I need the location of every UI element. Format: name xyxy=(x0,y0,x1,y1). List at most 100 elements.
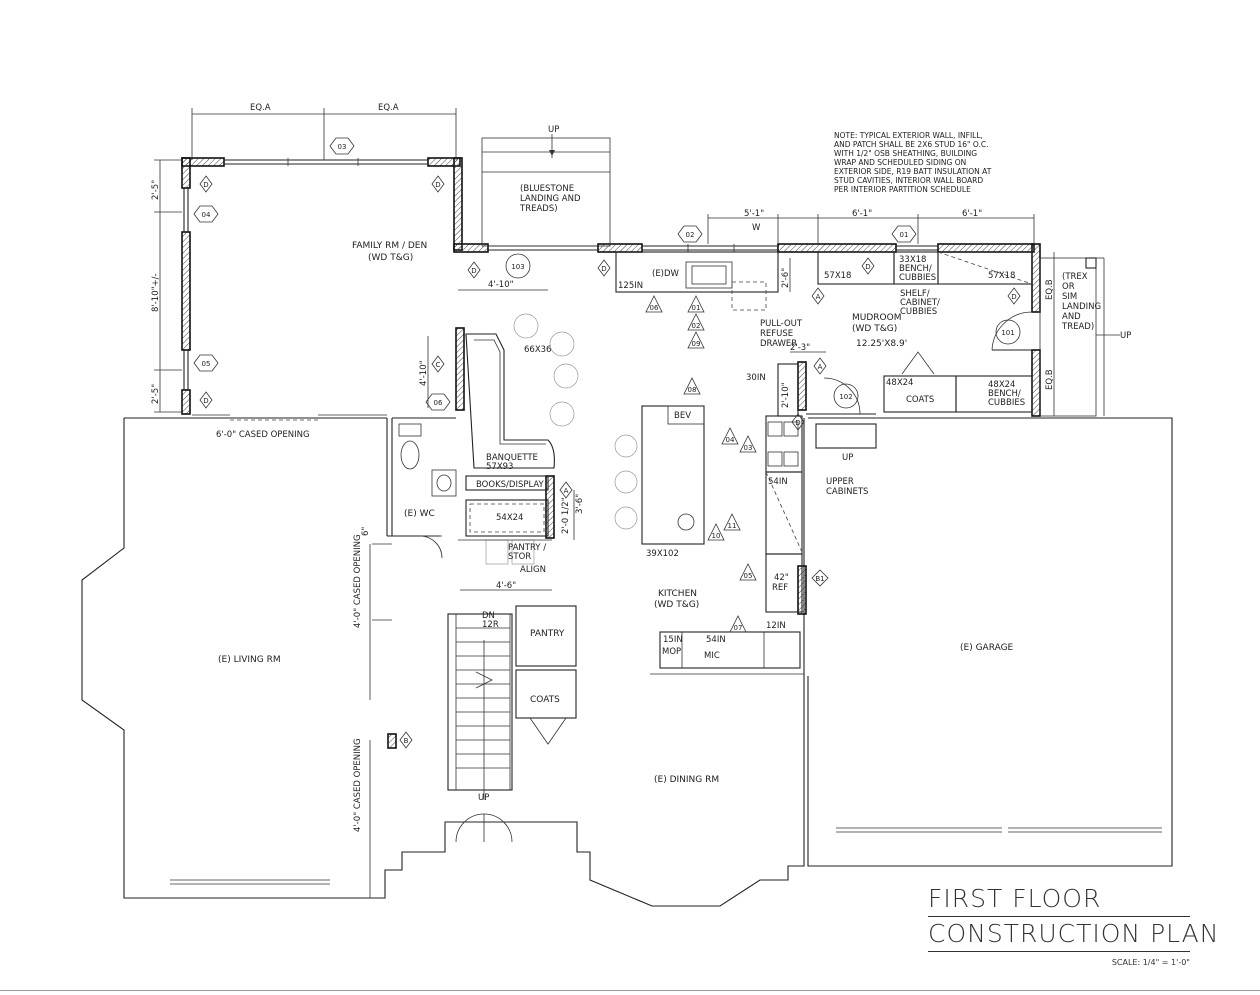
window-tag-03: 03 xyxy=(338,143,347,151)
upper-cabinets-1: UPPER xyxy=(826,477,854,487)
window-tag-05: 05 xyxy=(202,360,211,368)
mic-label-1: 54IN xyxy=(706,635,726,645)
dim-2-5-bot: 2'-5" xyxy=(151,384,161,404)
cased-opening-left-2: 4'-0" CASED OPENING xyxy=(353,738,363,832)
coats-size: 48X24 xyxy=(886,378,913,388)
pantry-cab-size: 54X24 xyxy=(496,513,523,523)
note-tag-03: 03 xyxy=(744,444,753,452)
cab-12-label: 12IN xyxy=(766,621,786,631)
note-tag-04: 04 xyxy=(726,436,735,444)
trex-label-4: LANDING xyxy=(1062,302,1101,312)
garage-label: (E) GARAGE xyxy=(960,643,1014,653)
general-note: NOTE: TYPICAL EXTERIOR WALL, INFILL, AND… xyxy=(834,131,992,194)
window-w-label: W xyxy=(752,223,761,233)
detail-tag-d-5: D xyxy=(601,265,606,273)
detail-tag-d-4: D xyxy=(471,267,476,275)
section-tag-c: C xyxy=(436,361,441,369)
dim-6-inch: 6" xyxy=(361,527,371,536)
dim-4-6: 4'-6" xyxy=(496,581,516,591)
bench-2-sub-2: CUBBIES xyxy=(899,273,936,283)
bench-1-size: 57X18 xyxy=(824,271,851,281)
family-room-details xyxy=(192,414,387,421)
drawing-scale: SCALE: 1/4" = 1'-0" xyxy=(1111,958,1190,967)
room-tag-102: 102 xyxy=(839,393,852,401)
dim-6-1-b: 6'-1" xyxy=(962,209,982,219)
cab-30-label: 30IN xyxy=(746,373,766,383)
kitchen-finish: (WD T&G) xyxy=(654,600,699,610)
mic-label-2: MIC xyxy=(704,651,720,661)
trex-label-6: TREAD) xyxy=(1061,322,1094,332)
detail-tag-d-7: D xyxy=(1011,293,1016,301)
island-size: 39X102 xyxy=(646,549,679,559)
dim-eqa-2: EQ.A xyxy=(378,103,399,113)
window-tag-04: 04 xyxy=(202,211,211,219)
mudroom-size: 12.25'X8.9' xyxy=(856,339,907,349)
note-tag-01: 01 xyxy=(692,304,701,312)
shelf-label-3: CUBBIES xyxy=(900,307,937,317)
mud-step-up-label: UP xyxy=(842,453,853,463)
edw-label: (E)DW xyxy=(652,269,680,279)
stair-and-closets xyxy=(447,605,577,843)
note-line-1: NOTE: TYPICAL EXTERIOR WALL, INFILL, xyxy=(834,131,983,140)
dim-2-10: 2'-10" xyxy=(781,382,791,408)
bench-4-sub-1: BENCH/ xyxy=(988,389,1021,399)
note-line-2: AND PATCH SHALL BE 2X6 STUD 16" O.C. xyxy=(834,140,988,149)
dim-6-1-a: 6'-1" xyxy=(852,209,872,219)
pantry-stor-label: PANTRY / xyxy=(508,543,546,553)
note-tag-08: 08 xyxy=(688,386,697,394)
dim-4-10-left: 4'-10" xyxy=(419,360,429,386)
shelf-label-2: CABINET/ xyxy=(900,298,940,308)
title-block: FIRST FLOOR CONSTRUCTION PLAN SCALE: 1/4… xyxy=(928,882,1218,967)
pullout-label-2: REFUSE xyxy=(760,329,793,339)
note-tag-02: 02 xyxy=(692,322,701,330)
bench-2-sub-1: BENCH/ xyxy=(899,264,932,274)
detail-tag-d-6: D xyxy=(865,263,870,271)
kitchen-label: KITCHEN xyxy=(658,589,697,599)
note-line-4: WRAP AND SCHEDULED SIDING ON xyxy=(834,158,966,167)
trex-label-3: SIM xyxy=(1062,292,1077,302)
note-tag-05: 05 xyxy=(744,572,753,580)
wc-label: (E) WC xyxy=(404,509,435,519)
note-tag-06: 06 xyxy=(650,304,659,312)
table-size: 66X36 xyxy=(524,345,551,355)
dining-room-label: (E) DINING RM xyxy=(654,775,719,785)
drawing-title-line-2: CONSTRUCTION PLAN xyxy=(928,917,1218,952)
room-tag-103: 103 xyxy=(511,263,524,271)
kitchen-area xyxy=(614,251,803,669)
annotation-labels: UP (BLUESTONE LANDING AND TREADS) (TREX … xyxy=(216,125,1131,832)
bench-3-size: 57X18 xyxy=(988,271,1015,281)
section-tag-a-3: A xyxy=(564,487,569,495)
note-line-6: STUD CAVITIES, INTERIOR WALL BOARD xyxy=(834,176,983,185)
align-label: ALIGN xyxy=(520,565,546,575)
mop-label-2: MOP xyxy=(662,647,681,657)
page-bottom-rule xyxy=(0,990,1260,991)
note-tag-07: 07 xyxy=(734,624,743,632)
window-tag-01: 01 xyxy=(900,231,909,239)
dim-eqb-2: EQ.B xyxy=(1045,369,1055,390)
bluestone-landing xyxy=(481,134,611,247)
mudroom-label: MUDROOM xyxy=(852,313,901,323)
cab-125-label: 125IN xyxy=(618,281,643,291)
window-tag-06: 06 xyxy=(434,399,443,407)
section-tag-b1: B1 xyxy=(815,575,824,583)
trex-label-2: OR xyxy=(1062,282,1075,292)
detail-tag-d-3: D xyxy=(203,397,208,405)
stair-dn-label: DN xyxy=(482,611,495,621)
section-tag-b: B xyxy=(404,737,409,745)
room-labels: FAMILY RM / DEN (WD T&G) (E) LIVING RM (… xyxy=(218,241,1014,785)
existing-house-outline xyxy=(81,417,1173,907)
trex-label-5: AND xyxy=(1062,312,1081,322)
bluestone-label-1: (BLUESTONE xyxy=(520,184,574,194)
note-tag-10: 10 xyxy=(712,532,721,540)
bench-4-size: 48X24 xyxy=(988,380,1015,390)
dim-2-6: 2'-6" xyxy=(781,268,791,288)
dim-4-10-top: 4'-10" xyxy=(488,280,514,290)
note-tag-11: 11 xyxy=(728,522,737,530)
dim-2-3: 2'-3" xyxy=(790,343,810,353)
section-tag-a-1: A xyxy=(816,293,821,301)
detail-tag-d-8: D xyxy=(795,419,800,427)
dim-5-1: 5'-1" xyxy=(744,209,764,219)
banquette-label: BANQUETTE xyxy=(486,453,538,463)
landing-up-label: UP xyxy=(548,125,559,135)
